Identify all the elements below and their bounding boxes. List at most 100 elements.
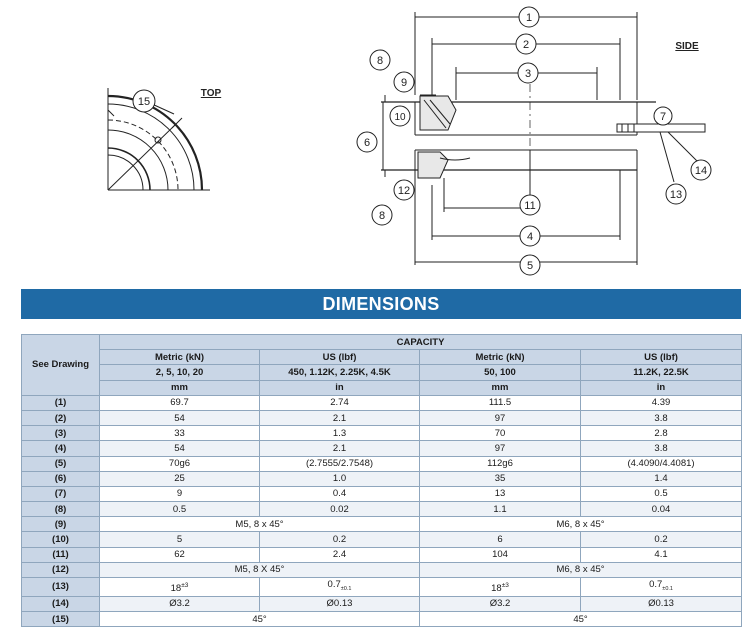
table-cell: 0.02: [259, 501, 420, 518]
table-row: (5) 70g6 (2.7555/2.7548) 112g6 (4.4090/4…: [21, 455, 743, 472]
table-cell: 70g6: [99, 455, 260, 472]
callout-8-bottom: 8: [379, 210, 385, 222]
table-row: (4) 54 2.1 97 3.8: [21, 440, 743, 457]
row-label: (1): [21, 394, 100, 411]
callout-14: 14: [695, 165, 707, 177]
table-cell: 0.2: [579, 531, 743, 548]
cell-value: 18: [170, 583, 182, 595]
range-header: 2, 5, 10, 20: [99, 364, 260, 381]
row-label: (3): [21, 425, 100, 442]
row-label: (4): [21, 440, 100, 457]
table-cell: 9: [99, 485, 260, 503]
row-label: (8): [21, 501, 100, 518]
table-cell: 4.39: [579, 394, 743, 411]
table-cell: M6, 8 x 45°: [418, 561, 743, 579]
table-cell: 1.0: [259, 470, 420, 487]
table-row: (8) 0.5 0.02 1.1 0.04: [21, 501, 743, 518]
top-view: [107, 88, 210, 191]
table-cell: 0.4: [259, 485, 420, 503]
row-label: (6): [21, 470, 100, 487]
callout-4: 4: [527, 231, 533, 243]
callout-15: 15: [138, 96, 150, 108]
tolerance: ±3: [501, 581, 509, 589]
table-cell: 0.7±0.1: [579, 577, 743, 597]
row-label: (15): [21, 611, 100, 628]
table-cell: 0.2: [259, 531, 420, 548]
callout-5: 5: [527, 260, 533, 272]
row-label: (11): [21, 546, 100, 563]
table-row: (10) 5 0.2 6 0.2: [21, 531, 743, 548]
table-row: (2) 54 2.1 97 3.8: [21, 409, 743, 427]
table-cell: 5: [99, 531, 260, 548]
table-cell: 1.1: [419, 501, 581, 518]
unit-header: in: [579, 379, 743, 396]
table-cell: 0.7±0.1: [259, 577, 420, 597]
table-cell: 35: [419, 470, 581, 487]
table-row: (11) 62 2.4 104 4.1: [21, 546, 743, 563]
row-label: (2): [21, 409, 100, 427]
technical-drawing: 1 2 3 8 9 10 6 12 8 11 4 5 7 14 13 15 TO…: [107, 6, 712, 276]
table-cell: 13: [419, 485, 581, 503]
system-header: US (lbf): [579, 349, 743, 366]
table-cell: Ø3.2: [419, 595, 581, 613]
tolerance: ±0.1: [662, 585, 673, 592]
table-cell: 4.1: [579, 546, 743, 563]
table-cell: (4.4090/4.4081): [579, 455, 743, 472]
table-cell: 0.04: [579, 501, 743, 518]
row-label: (12): [21, 561, 100, 579]
cell-value: 0.7: [649, 579, 663, 590]
callout-12: 12: [398, 185, 410, 197]
callout-8-top: 8: [377, 55, 383, 67]
callout-1: 1: [526, 12, 532, 24]
table-row: (13) 18±3 0.7±0.1 18±3 0.7±0.1: [21, 577, 743, 597]
table-row: (12) M5, 8 X 45° M6, 8 x 45°: [21, 561, 743, 579]
system-header: Metric (kN): [419, 349, 581, 366]
cell-value: 0.7: [327, 579, 341, 590]
table-cell: 45°: [99, 611, 420, 628]
table-cell: Ø3.2: [99, 595, 260, 613]
callout-circles: [132, 6, 712, 276]
see-drawing-header: See Drawing: [21, 334, 100, 396]
table-cell: M5, 8 x 45°: [99, 516, 420, 533]
table-cell: 0.5: [579, 485, 743, 503]
table-cell: 62: [99, 546, 260, 563]
table-cell: 0.5: [99, 501, 260, 518]
table-row: (7) 9 0.4 13 0.5: [21, 485, 743, 503]
callout-10: 10: [394, 112, 406, 123]
table-cell: 2.8: [579, 425, 743, 442]
table-cell: 54: [99, 440, 260, 457]
side-view: [381, 12, 706, 265]
cell-value: 18: [491, 583, 502, 595]
table-cell: 54: [99, 409, 260, 427]
side-label: SIDE: [675, 41, 699, 52]
table-cell: 104: [419, 546, 581, 563]
callout-6: 6: [364, 137, 370, 149]
dimensions-title: DIMENSIONS: [21, 289, 741, 319]
table-cell: 18±3: [419, 577, 581, 597]
dimensions-table: See Drawing CAPACITY Metric (kN) US (lbf…: [21, 333, 743, 628]
system-header: US (lbf): [259, 349, 420, 366]
table-cell: (2.7555/2.7548): [259, 455, 420, 472]
table-cell: 69.7: [99, 394, 260, 411]
system-header: Metric (kN): [99, 349, 260, 366]
table-cell: 45°: [418, 611, 743, 628]
table-cell: 1.3: [259, 425, 420, 442]
callout-7: 7: [660, 111, 666, 123]
tolerance: ±3: [181, 581, 189, 589]
table-cell: 2.4: [259, 546, 420, 563]
callout-9: 9: [401, 77, 407, 89]
top-label: TOP: [201, 88, 222, 99]
range-header: 50, 100: [419, 364, 581, 381]
table-cell: 3.8: [579, 440, 743, 457]
row-label: (9): [21, 516, 100, 533]
table-cell: 111.5: [419, 394, 581, 411]
table-cell: M5, 8 X 45°: [99, 561, 420, 579]
table-cell: 2.74: [259, 394, 420, 411]
capacity-header: CAPACITY: [98, 333, 743, 351]
table-row: (3) 33 1.3 70 2.8: [21, 425, 743, 442]
table-cell: 97: [419, 409, 581, 427]
table-cell: 2.1: [259, 440, 420, 457]
range-header: 11.2K, 22.5K: [579, 364, 743, 381]
table-cell: M6, 8 x 45°: [418, 516, 743, 533]
row-label: (7): [21, 485, 100, 503]
